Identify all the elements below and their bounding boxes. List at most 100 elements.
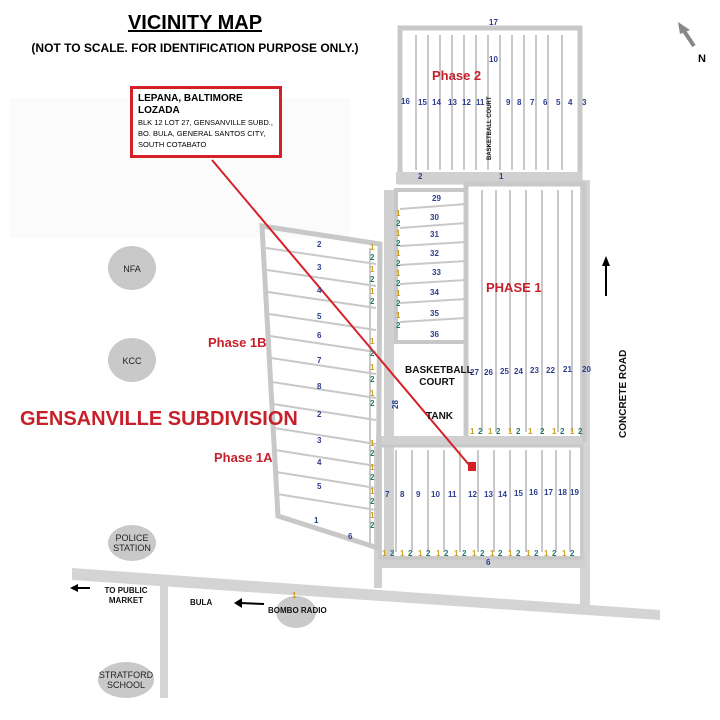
owner-address-line-1: BLK 12 LOT 27, GENSANVILLE SUBD., [138,118,273,127]
block-number: 11 [448,490,457,499]
bula-arrow-icon [234,598,265,608]
svg-text:2: 2 [480,549,485,558]
block-number: 4 [317,286,322,295]
block-number: 18 [558,488,567,497]
public-market-arrow-icon [70,584,90,592]
phase1-right-block [463,181,587,443]
svg-text:1: 1 [570,427,575,436]
owner-info-box: LEPANA, BALTIMORE LOZADA BLK 12 LOT 27, … [130,86,282,158]
svg-text:2: 2 [396,239,401,248]
svg-text:1: 1 [508,427,513,436]
svg-text:2: 2 [552,549,557,558]
property-marker [468,462,476,471]
block-number: 8 [517,98,522,107]
divider-road [384,190,394,566]
svg-text:1: 1 [370,265,375,274]
svg-text:2: 2 [396,259,401,268]
block-number: 28 [390,400,400,409]
svg-text:1: 1 [396,269,401,278]
block-number: 14 [498,490,507,499]
svg-text:2: 2 [370,375,375,384]
stratford-bubble [98,662,154,698]
block-number: 13 [448,98,457,107]
block-number: 12 [462,98,471,107]
svg-text:2: 2 [370,473,375,482]
kcc-label: KCC [122,356,142,366]
block-number: 3 [317,436,322,445]
concrete-road-arrow-icon [602,256,610,296]
svg-text:2: 2 [370,275,375,284]
stratford-road [160,580,168,698]
cross-road [376,436,582,446]
phase2-block [396,25,583,185]
block-number: 11 [476,98,485,107]
svg-text:2: 2 [390,549,395,558]
block-number: 22 [546,366,555,375]
block-number: 2 [317,240,322,249]
block-number: 1 [314,516,319,525]
phase1-label: PHASE 1 [486,280,542,295]
svg-text:1: 1 [528,427,533,436]
block-number: 33 [432,268,441,277]
svg-text:2: 2 [370,449,375,458]
svg-text:2: 2 [396,321,401,330]
block-number: 4 [568,98,573,107]
svg-text:1: 1 [552,427,557,436]
block-number: 8 [317,382,322,391]
block-number: 8 [400,490,405,499]
nfa-label: NFA [123,264,141,274]
block-number: 29 [432,194,441,203]
phase1b-label: Phase 1B [208,335,267,350]
svg-text:1: 1 [400,549,405,558]
block-number: 20 [582,365,591,374]
block-number: 7 [317,356,322,365]
block-number: 13 [484,490,493,499]
basketball-court-small-label: BASKETBALL COURT [487,96,493,160]
phase1ab-block [259,223,383,552]
block-number: 2 [317,410,322,419]
concrete-road-label: CONCRETE ROAD [618,349,629,438]
svg-text:1: 1 [370,389,375,398]
pointer-line [211,159,471,467]
bombo-bubble [276,596,316,628]
svg-text:2: 2 [578,427,583,436]
svg-text:1: 1 [508,549,513,558]
svg-text:1: 1 [436,549,441,558]
tank-label: TANK [426,411,454,422]
owner-address-line-3: SOUTH COTABATO [138,140,207,149]
block-number: 24 [514,367,523,376]
svg-text:1: 1 [292,591,297,600]
block-number: 31 [430,230,439,239]
svg-text:2: 2 [570,549,575,558]
svg-text:1: 1 [470,427,475,436]
svg-text:2: 2 [462,549,467,558]
map-title: VICINITY MAP [127,12,263,34]
block-number: 17 [544,488,553,497]
svg-text:2: 2 [408,549,413,558]
block-number: 3 [317,263,322,272]
north-label: N [698,53,706,65]
svg-text:2: 2 [496,427,501,436]
svg-text:1: 1 [396,229,401,238]
block-number: 23 [530,366,539,375]
block-number: 6 [543,98,548,107]
block-number: 6 [317,331,322,340]
svg-text:2: 2 [396,279,401,288]
svg-text:2: 2 [516,549,521,558]
svg-text:2: 2 [560,427,565,436]
subdivision-label: GENSANVILLE SUBDIVISION [20,408,298,430]
block-number: 6 [348,532,353,541]
lot-markers: 12 12 12 12 12 12 12 12 12 12 12 12 12 1… [292,209,583,600]
svg-text:1: 1 [370,511,375,520]
svg-text:2: 2 [426,549,431,558]
map-subtitle: (NOT TO SCALE. FOR IDENTIFICATION PURPOS… [31,41,359,55]
block-number: 36 [430,330,439,339]
svg-text:1: 1 [370,439,375,448]
svg-text:1: 1 [382,549,387,558]
nfa-bubble [108,246,156,290]
svg-text:1: 1 [396,209,401,218]
block-number: 21 [563,365,572,374]
block-number: 6 [486,558,491,567]
block-number: 7 [385,490,390,499]
